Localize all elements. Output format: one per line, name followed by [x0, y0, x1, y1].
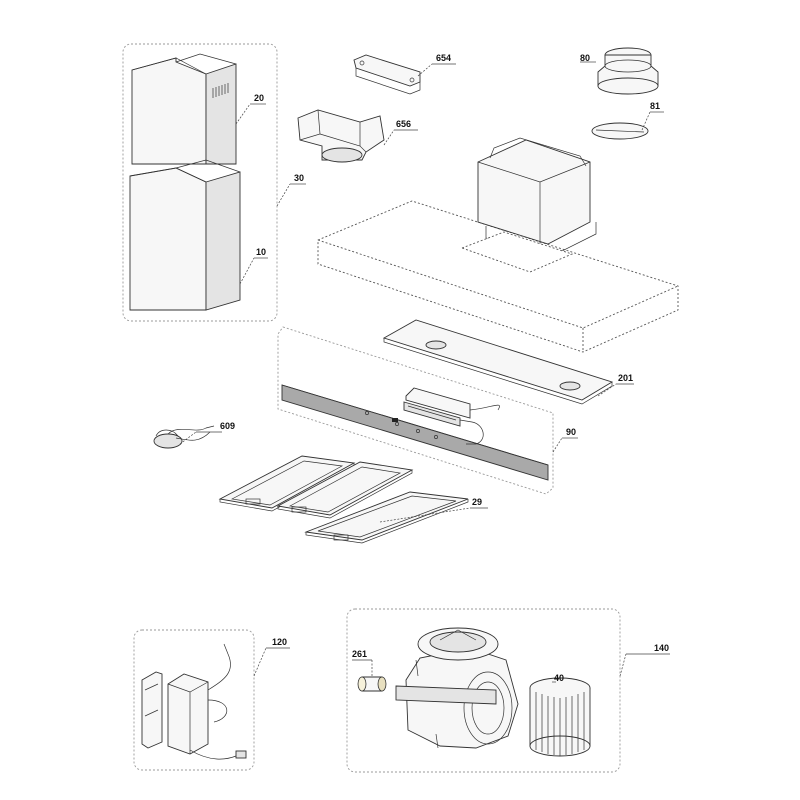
callout-140: 140	[654, 643, 669, 653]
outlet-collar-part-80	[597, 47, 659, 95]
callout-201: 201	[618, 373, 633, 383]
upper-chimney-part-20	[131, 53, 237, 165]
callout-609: 609	[220, 421, 235, 431]
support-plate-part-201	[382, 319, 614, 405]
callout-20: 20	[254, 93, 264, 103]
grease-filter-right	[304, 491, 469, 544]
callout-29: 29	[472, 497, 482, 507]
motor-housing-box	[460, 137, 597, 273]
motor-group-outline	[346, 608, 621, 773]
lower-chimney-part-10	[129, 159, 241, 311]
callout-261: 261	[352, 649, 367, 659]
callout-81: 81	[650, 101, 660, 111]
chimney-vent-slots	[212, 83, 229, 98]
blower-motor-part-140	[395, 627, 519, 749]
callout-40: 40	[554, 673, 564, 683]
callout-654: 654	[436, 53, 451, 63]
transformer-group-outline	[133, 629, 255, 771]
transformer-part-120	[141, 643, 247, 760]
callout-120: 120	[272, 637, 287, 647]
chimney-group-outline	[122, 43, 278, 322]
fan-wheel-blades	[535, 692, 585, 756]
front-control-panel-part-90	[281, 384, 549, 481]
callout-leader-lines	[179, 61, 670, 683]
capacitor-part-261	[357, 676, 387, 692]
grease-filters-part-29	[218, 455, 469, 544]
lamp-cable-part-609	[153, 425, 215, 449]
mounting-bracket-part-654	[353, 54, 421, 95]
callout-656: 656	[396, 119, 411, 129]
callout-80: 80	[580, 53, 590, 63]
control-board	[403, 387, 500, 445]
callout-30: 30	[294, 173, 304, 183]
duct-adapter-part-656	[297, 109, 385, 163]
callout-10: 10	[256, 247, 266, 257]
callout-90: 90	[566, 427, 576, 437]
hood-canopy-outline	[317, 200, 679, 353]
fan-wheel-part-40	[529, 677, 591, 757]
damper-disc-part-81	[591, 122, 649, 140]
grease-filter-middle	[276, 461, 414, 519]
